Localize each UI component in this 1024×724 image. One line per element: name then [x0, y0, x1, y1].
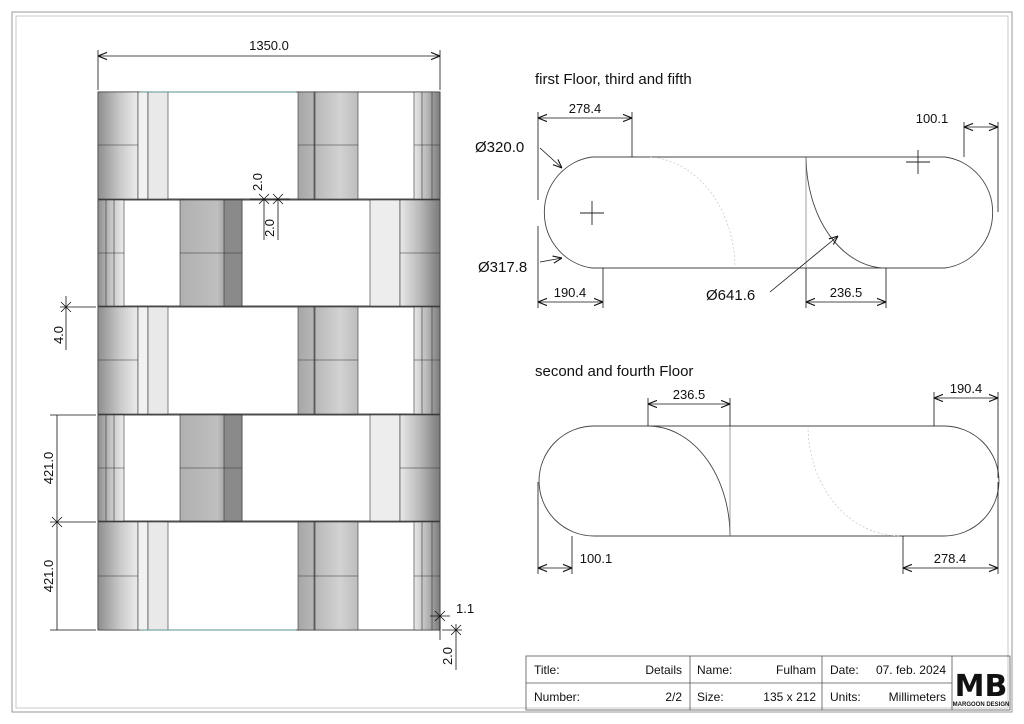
plan-top-dimensions	[537, 112, 999, 308]
dim-gap-b: 2.0	[262, 219, 277, 237]
title-value: Details	[645, 663, 682, 677]
date-value: 07. feb. 2024	[876, 663, 946, 677]
name-value: Fulham	[776, 663, 816, 677]
size-label: Size:	[697, 690, 724, 704]
dim-gap-a: 2.0	[250, 173, 265, 191]
dim-step: 4.0	[51, 326, 66, 344]
dim-bottom-bottom-left: 100.1	[580, 551, 613, 566]
plan-bottom-dimensions	[537, 392, 999, 574]
dia-arc: Ø641.6	[706, 287, 755, 304]
margoon-logo: MB MARGOON DESIGN	[953, 669, 1010, 708]
elevation-view	[97, 91, 441, 631]
dim-top-right: 100.1	[916, 111, 949, 126]
size-value: 135 x 212	[763, 690, 816, 704]
name-label: Name:	[697, 663, 732, 677]
sheet-border-outer	[11, 11, 1013, 713]
units-label: Units:	[830, 690, 861, 704]
logo-caption: MARGOON DESIGN	[953, 702, 1010, 708]
dia-outer: Ø320.0	[475, 139, 524, 156]
plan-top-label: first Floor, third and fifth	[535, 71, 692, 88]
elevation-row-3	[97, 306, 441, 415]
units-value: Millimeters	[889, 690, 946, 704]
dim-overall-width: 1350.0	[249, 38, 289, 53]
dim-bottom-bottom-right: 278.4	[934, 551, 967, 566]
dim-top-left: 278.4	[569, 101, 602, 116]
dim-bottom: 2.0	[440, 647, 455, 665]
dim-row-height-2: 421.0	[41, 560, 56, 593]
dim-edge: 1.1	[456, 601, 474, 616]
plan-top-outline	[543, 150, 994, 269]
title-label: Title:	[534, 663, 560, 677]
dim-top-bottom-left: 190.4	[554, 285, 587, 300]
title-block	[525, 655, 1011, 711]
logo-mark: MB	[955, 669, 1008, 704]
elevation-dimensions	[50, 50, 462, 670]
elevation-row-4	[97, 414, 441, 522]
dim-bottom-top-right: 190.4	[950, 381, 983, 396]
date-label: Date:	[830, 663, 859, 677]
dim-bottom-top-mid: 236.5	[673, 387, 706, 402]
elevation-row-2	[97, 199, 441, 307]
elevation-row-5	[97, 521, 441, 631]
sheet-border-inner	[15, 15, 1009, 709]
elevation-row-1	[97, 91, 441, 200]
number-label: Number:	[534, 690, 580, 704]
plan-bottom-outline	[538, 425, 1000, 537]
number-value: 2/2	[665, 690, 682, 704]
dim-top-bottom-mid: 236.5	[830, 285, 863, 300]
dia-inner: Ø317.8	[478, 259, 527, 276]
plan-bottom-label: second and fourth Floor	[535, 363, 693, 380]
dim-row-height-1: 421.0	[41, 452, 56, 485]
